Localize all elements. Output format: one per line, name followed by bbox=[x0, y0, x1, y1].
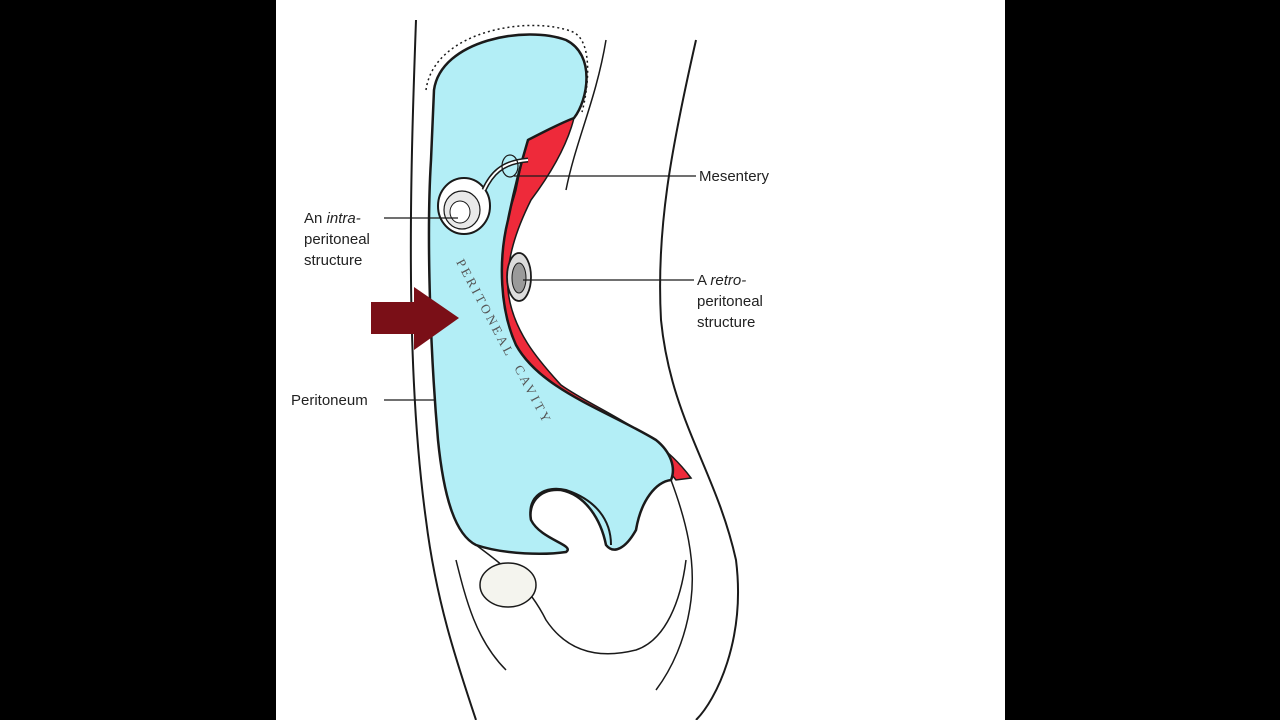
intraperitoneal-structure bbox=[437, 177, 491, 235]
retro-line-3: structure bbox=[697, 314, 756, 331]
retroperitoneal-structure bbox=[506, 252, 532, 302]
right-arrow-icon bbox=[371, 287, 459, 350]
mesentery-label: Mesentery bbox=[699, 166, 769, 187]
mesentery-ring bbox=[501, 154, 519, 178]
intra-line-1: An intra- bbox=[304, 208, 370, 229]
intraperitoneal-label: An intra- peritoneal structure bbox=[304, 208, 370, 271]
body-front-outline bbox=[659, 39, 739, 720]
intra-line-3: structure bbox=[304, 252, 363, 269]
intra-line-2: peritoneal bbox=[304, 231, 370, 248]
retro-line-1: A retro- bbox=[697, 270, 763, 291]
retro-line-2: peritoneal bbox=[697, 293, 763, 310]
bladder-shape bbox=[479, 562, 537, 608]
intra-italic: intra- bbox=[326, 210, 361, 227]
diagram-canvas: PERITONEAL CAVITY Mesentery An intra- pe… bbox=[276, 0, 1005, 720]
peritoneum-label: Peritoneum bbox=[291, 390, 368, 411]
letterbox-left bbox=[0, 0, 276, 720]
peritoneum-diagram: PERITONEAL CAVITY bbox=[371, 19, 739, 720]
pubic-bone-outline bbox=[455, 559, 507, 671]
mesentery-stalk-inner bbox=[483, 159, 529, 191]
mesentery-text: Mesentery bbox=[699, 168, 770, 185]
peritoneum-text: Peritoneum bbox=[291, 392, 368, 409]
peritoneum-membrane bbox=[425, 24, 589, 113]
retro-italic: retro- bbox=[710, 272, 747, 289]
abdominal-wall-outline bbox=[565, 39, 607, 191]
retro-prefix: A bbox=[697, 272, 711, 289]
peritoneal-cavity bbox=[427, 33, 675, 555]
rectum-outline bbox=[655, 479, 694, 691]
intra-prefix: An bbox=[304, 210, 327, 227]
retroperitoneal-label: A retro- peritoneal structure bbox=[697, 270, 763, 333]
body-back-outline bbox=[409, 19, 477, 720]
uterus-outline bbox=[529, 487, 612, 546]
letterbox-right bbox=[1005, 0, 1280, 720]
